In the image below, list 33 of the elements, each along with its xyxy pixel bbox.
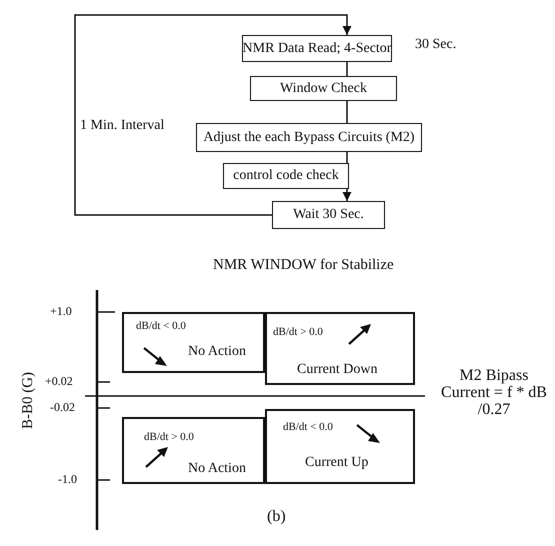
axis-label: B-B0 (G) xyxy=(20,372,38,430)
action-text: Current Up xyxy=(305,455,368,471)
tick-label: +0.02 xyxy=(45,374,73,389)
connector-arrow xyxy=(342,189,352,201)
formula-text: M2 Bipass Current = f * dB /0.27 xyxy=(440,368,548,418)
condition-text: dB/dt > 0.0 xyxy=(144,431,194,443)
action-text: No Action xyxy=(188,344,246,360)
tick-label: -0.02 xyxy=(50,400,75,415)
step-text: control code check xyxy=(232,167,340,185)
process-box xyxy=(223,163,349,189)
process-box xyxy=(250,76,397,101)
condition-text: dB/dt < 0.0 xyxy=(283,421,333,433)
condition-text: dB/dt > 0.0 xyxy=(273,326,323,338)
step-text: Adjust the each Bypass Circuits (M2) xyxy=(202,128,416,146)
connector-arrow xyxy=(74,14,352,216)
figure-caption: (b) xyxy=(267,508,286,526)
tick-label: -1.0 xyxy=(58,472,77,487)
window-region-box xyxy=(122,417,265,484)
action-text: No Action xyxy=(188,461,246,477)
condition-text: dB/dt < 0.0 xyxy=(136,320,186,332)
window-region-box xyxy=(265,409,415,484)
section-heading: NMR WINDOW for Stabilize xyxy=(213,257,394,274)
step-text: Window Check xyxy=(279,80,368,98)
process-box xyxy=(242,35,392,62)
window-region-box xyxy=(122,312,265,373)
process-box xyxy=(272,201,385,229)
tick-label: +1.0 xyxy=(50,304,72,319)
window-region-box xyxy=(265,312,415,385)
action-text: Current Down xyxy=(297,362,378,378)
step-text: NMR Data Read; 4-Sector xyxy=(243,40,391,58)
step-text: Wait 30 Sec. xyxy=(292,206,365,224)
duration-text: 30 Sec. xyxy=(415,37,456,53)
process-box xyxy=(196,123,422,152)
